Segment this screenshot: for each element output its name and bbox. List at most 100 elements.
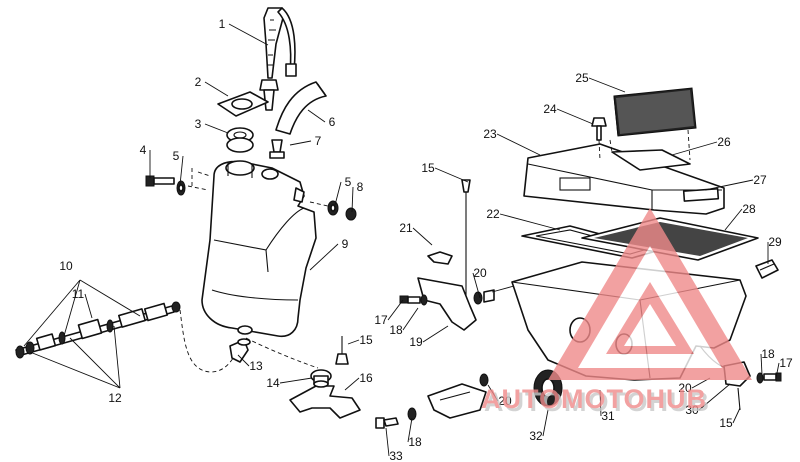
callout-c5b: 5	[345, 175, 352, 189]
callout-c20b: 20	[678, 381, 692, 395]
callout-c30: 30	[685, 403, 699, 417]
leader-c16	[344, 377, 360, 391]
part-oil-tank	[201, 160, 317, 338]
part-bolt-left	[145, 175, 186, 196]
leader-c5a	[179, 155, 184, 186]
leader-c27	[704, 179, 754, 191]
leader-c9	[309, 243, 339, 271]
callout-c21: 21	[399, 221, 413, 235]
part-dipstick	[259, 7, 297, 111]
dash-mount	[245, 337, 319, 369]
leader-c24	[556, 108, 594, 125]
callout-c29: 29	[768, 235, 782, 249]
callout-c33: 33	[389, 449, 403, 462]
callout-c5a: 5	[173, 149, 180, 163]
callout-c20a: 20	[473, 266, 487, 280]
callout-c13: 13	[249, 359, 263, 373]
leader-c20a	[472, 272, 481, 299]
callout-c18b: 18	[761, 347, 775, 361]
leader-c1	[228, 23, 269, 46]
callout-c18c: 18	[408, 435, 422, 449]
callout-c27: 27	[753, 173, 767, 187]
leader-c15c	[732, 407, 741, 424]
leader-c18c	[407, 417, 413, 443]
part-clamp	[755, 259, 779, 279]
leader-c7	[289, 140, 312, 146]
leader-c14	[279, 377, 313, 384]
callout-c25: 25	[575, 71, 589, 85]
leader-c18a	[402, 307, 419, 331]
part-screw	[591, 117, 607, 141]
callout-c20c: 20	[498, 394, 512, 408]
callout-c10: 10	[59, 259, 73, 273]
callout-c12: 12	[108, 391, 122, 405]
dash-bracket	[491, 285, 515, 293]
leader-c8	[351, 186, 354, 213]
part-airbox-lid	[523, 143, 725, 215]
callout-c16: 16	[359, 371, 373, 385]
leader-c20c	[487, 384, 499, 402]
part-lower-bracket	[375, 373, 489, 429]
callout-c6: 6	[329, 115, 336, 129]
part-bracket-assembly	[399, 179, 495, 331]
leader-c18b	[760, 353, 763, 376]
leader-c17a	[387, 299, 404, 321]
callout-c17b: 17	[779, 356, 793, 370]
callout-c11: 11	[72, 287, 85, 301]
callout-c28: 28	[742, 202, 756, 216]
callout-c8: 8	[357, 180, 364, 194]
callout-c4: 4	[140, 143, 147, 157]
leader-c2	[204, 81, 229, 97]
callout-c19: 19	[409, 335, 423, 349]
leader-c23	[496, 133, 541, 156]
leader-c25	[588, 77, 626, 93]
callout-c24: 24	[543, 102, 557, 116]
leader-c13	[237, 354, 250, 367]
callout-c23: 23	[483, 127, 497, 141]
leader-12	[29, 325, 121, 389]
part-grommet	[226, 127, 254, 153]
leader-c28	[724, 208, 743, 231]
leader-10	[23, 279, 141, 347]
watermark: AUTOMOTOHUB AUTOMOTOHUB	[481, 208, 752, 417]
callout-c18a: 18	[389, 323, 403, 337]
callout-leaders	[84, 23, 780, 457]
callout-c26: 26	[717, 135, 731, 149]
leader-c32	[542, 409, 549, 437]
leader-c6	[307, 109, 326, 123]
callout-c14: 14	[266, 376, 280, 390]
callout-c32: 32	[529, 429, 543, 443]
watermark-text: AUTOMOTOHUB	[481, 384, 707, 414]
leader-c30	[698, 383, 731, 411]
part-air-filter	[613, 87, 697, 137]
part-vent-hose	[275, 81, 327, 135]
callout-c9: 9	[342, 237, 349, 251]
dash-lid-parts	[598, 129, 691, 161]
callout-c1: 1	[219, 17, 226, 31]
callout-c17a: 17	[374, 313, 388, 327]
dash-tank-left	[187, 168, 211, 191]
leader-c11	[84, 293, 93, 319]
leader-c31	[599, 389, 602, 417]
callout-c2: 2	[195, 75, 202, 89]
leader-c19	[422, 325, 449, 343]
part-elbow	[229, 338, 251, 363]
part-fitting	[269, 139, 285, 159]
leader-c26	[671, 141, 718, 156]
callout-c15c: 15	[719, 416, 733, 430]
leader-c22	[499, 213, 561, 231]
leader-c17b	[775, 362, 780, 379]
callout-c15b: 15	[421, 161, 435, 175]
callout-c7: 7	[315, 134, 322, 148]
part-filler-plate	[217, 91, 269, 117]
leader-c15a	[347, 339, 360, 345]
part-oil-line	[15, 301, 181, 359]
part-tank-mount	[289, 336, 361, 419]
callout-c31: 31	[601, 409, 615, 423]
leader-c5b	[334, 181, 342, 206]
leader-c3	[204, 123, 229, 134]
dash-washer	[309, 201, 329, 207]
